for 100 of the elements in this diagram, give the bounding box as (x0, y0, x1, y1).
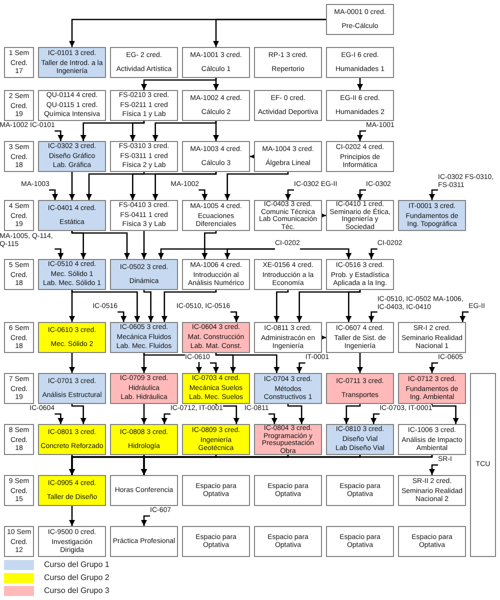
arrow (357, 189, 366, 200)
arrow (357, 130, 366, 141)
course-box (182, 424, 250, 455)
course-box (110, 47, 178, 78)
course-box (398, 322, 466, 353)
arrow (213, 18, 326, 47)
semester-box (4, 424, 34, 455)
legend-label: Curso del Grupo 2 (44, 573, 110, 583)
arrow (268, 413, 278, 424)
semester-box (4, 526, 34, 557)
course-box (182, 322, 250, 353)
arrow (370, 413, 380, 424)
course-box (38, 47, 106, 78)
arrow (346, 290, 361, 322)
arrow (429, 362, 438, 373)
course-box (110, 90, 178, 121)
course-box (110, 200, 178, 231)
arrow (230, 311, 240, 322)
course-box (38, 424, 106, 455)
arrow (54, 413, 64, 424)
course-box (326, 141, 394, 172)
course-box (254, 259, 322, 290)
course-box (38, 259, 106, 290)
course-box (326, 424, 394, 455)
arrow (161, 413, 170, 424)
course-box (254, 200, 322, 231)
course-box (326, 259, 394, 290)
arrow (152, 121, 217, 141)
arrow (141, 404, 147, 424)
course-box (254, 373, 322, 404)
semester-box (4, 475, 34, 506)
arrow (285, 189, 294, 200)
arrow (296, 362, 306, 373)
course-box (254, 475, 322, 506)
course-box (110, 373, 178, 404)
semester-box (4, 141, 34, 172)
arrow (141, 353, 147, 373)
arrow (210, 362, 219, 373)
arrow (69, 172, 75, 200)
arrow (49, 189, 58, 200)
arrow (368, 311, 378, 322)
course-box (38, 90, 106, 121)
course-box (182, 47, 250, 78)
arrow (287, 404, 305, 424)
arrow (320, 334, 326, 340)
arrow (250, 154, 256, 160)
course-box (110, 322, 178, 353)
semester-box (4, 47, 34, 78)
course-box (38, 475, 106, 506)
course-box (182, 526, 250, 557)
legend-label: Curso del Grupo 3 (44, 586, 110, 596)
course-box (182, 141, 250, 172)
course-box (254, 322, 322, 353)
course-box (326, 322, 394, 353)
course-box (38, 373, 106, 404)
arrow (143, 290, 154, 322)
course-box (398, 200, 466, 231)
course-box (182, 90, 250, 121)
arrow (141, 231, 147, 259)
course-box (182, 259, 250, 290)
arrow (213, 78, 219, 90)
course-box (110, 424, 178, 455)
arrow (274, 290, 289, 322)
semester-box (4, 373, 34, 404)
course-box (326, 475, 394, 506)
arrow (118, 311, 127, 322)
course-box (254, 90, 322, 121)
course-box (38, 200, 106, 231)
course-box (326, 90, 394, 121)
semester-box (4, 90, 34, 121)
arrow (368, 248, 378, 259)
arrow (54, 130, 64, 141)
arrow (357, 78, 363, 90)
arrow (213, 121, 219, 141)
arrow (141, 515, 150, 526)
tcu-box (470, 373, 496, 557)
legend-label: Curso del Grupo 1 (44, 560, 110, 570)
course-box (38, 526, 106, 557)
arrow (320, 212, 326, 218)
course-box (326, 47, 394, 78)
arrow (141, 78, 217, 90)
course-box (254, 424, 322, 455)
arrow (161, 290, 217, 322)
arrow (141, 454, 433, 475)
arrow (460, 311, 469, 322)
course-box (254, 47, 322, 78)
course-box (326, 4, 394, 35)
course-box (182, 475, 250, 506)
semester-box (4, 200, 34, 231)
course-box (326, 526, 394, 557)
arrow (224, 172, 289, 200)
course-box (38, 141, 106, 172)
arrow (71, 290, 140, 322)
arrow (202, 231, 217, 259)
arrow (130, 121, 145, 141)
arrow (300, 248, 352, 259)
course-box (182, 200, 250, 231)
arrow (130, 172, 145, 200)
arrow (152, 172, 217, 200)
course-box (110, 526, 178, 557)
